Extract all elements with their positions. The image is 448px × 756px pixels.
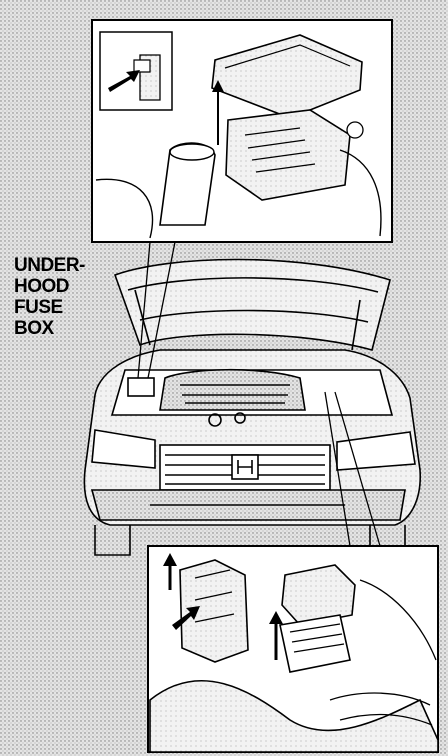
arrow-icon xyxy=(172,606,200,630)
label-line: BOX xyxy=(14,318,54,339)
label-line: HOOD xyxy=(14,276,69,297)
arrow-up-icon xyxy=(163,553,177,566)
fuse-cover xyxy=(179,559,249,663)
bottom-detail-panel xyxy=(147,545,439,753)
relay-box xyxy=(281,564,356,626)
arrow-icon xyxy=(108,70,140,92)
arrow-up-icon xyxy=(269,611,283,624)
arrow-up-icon xyxy=(212,80,224,92)
leader-lines xyxy=(137,241,381,547)
top-detail-panel xyxy=(91,19,393,243)
vehicle-front xyxy=(83,258,421,556)
label-line: FUSE xyxy=(14,297,63,318)
under-hood-fuse-box-label: UNDER- HOOD FUSE BOX xyxy=(14,255,85,339)
label-line: UNDER- xyxy=(14,255,85,276)
